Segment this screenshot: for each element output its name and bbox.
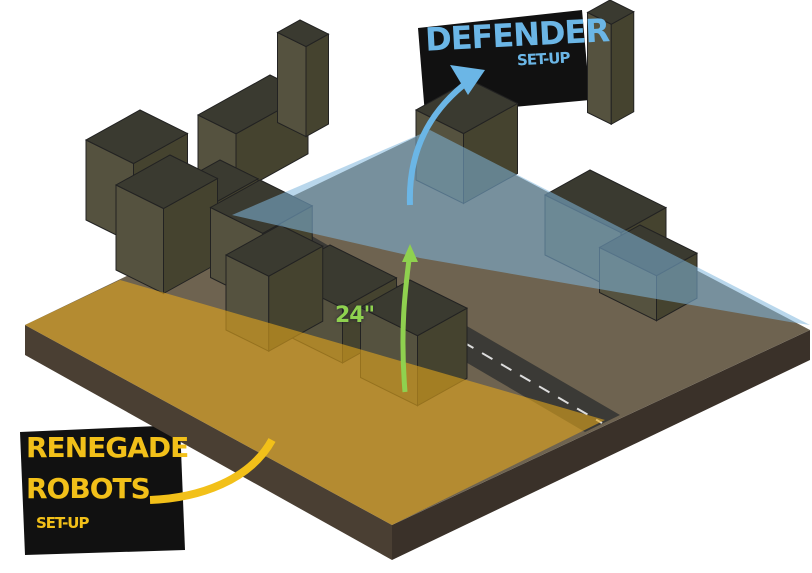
robots-deployment-zone [25,280,605,525]
building-wall-right [610,10,635,126]
robots-setup-title-line2: ROBOTS [26,472,151,505]
distance-arrow-head-top [402,244,418,262]
building-wall-right [305,33,329,138]
defender-arrow-head [450,65,485,95]
robots-setup-title-line1: RENEGADE [26,431,189,464]
defender-setup-subtitle: SET-UP [516,48,570,70]
board-side-right [392,330,810,560]
board-side-left [25,325,392,560]
defender-arrow [406,77,472,206]
robots-setup-subtitle: SET-UP [36,514,89,532]
distance-arrow [400,251,413,393]
building-roof [359,279,469,337]
building-roof [414,79,519,135]
robots-arrow [149,437,276,504]
distance-label: 24" [335,303,375,328]
building-roof [224,224,324,277]
defender-deployment-zone [232,130,810,325]
building-roof [586,0,635,25]
robots-label-background [20,425,185,555]
building-roof [114,154,219,210]
building-roof [84,109,189,165]
building-wall-left [277,31,307,138]
building-roof [276,19,330,48]
